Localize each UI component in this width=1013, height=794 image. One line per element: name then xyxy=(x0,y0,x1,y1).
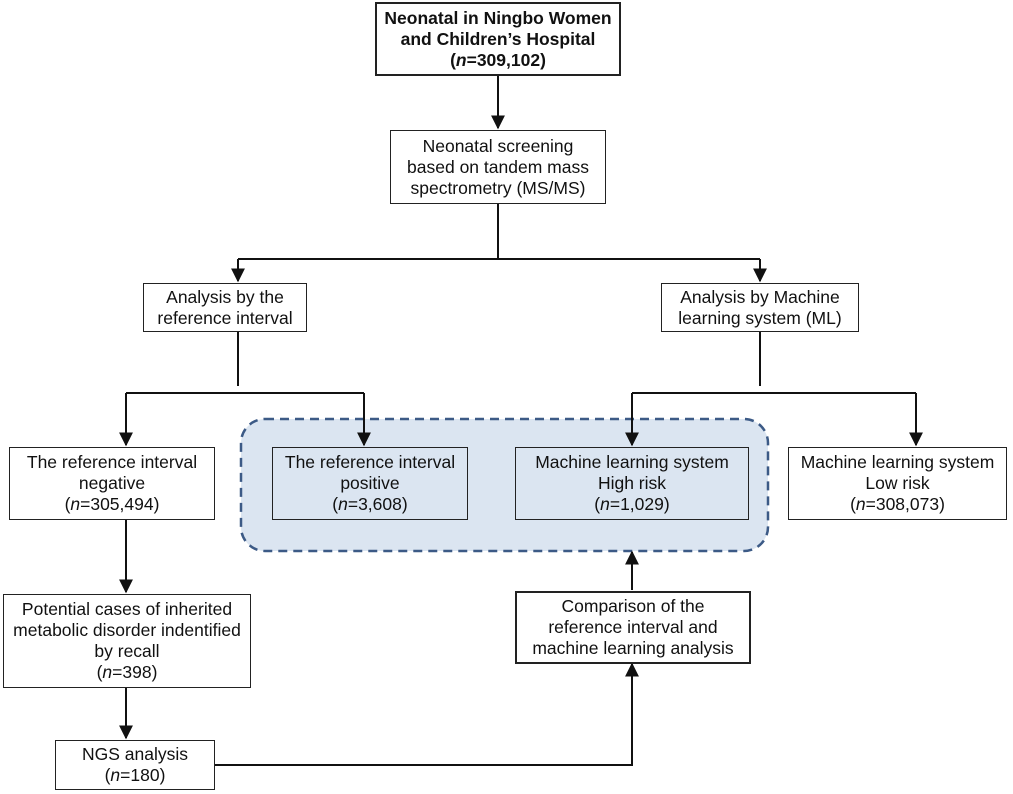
node-ml-low: Machine learning system Low risk (n=308,… xyxy=(788,447,1007,520)
node-ml-high-line-2: High risk xyxy=(597,473,667,493)
node-potential-line-2: metabolic disorder indentified xyxy=(13,620,241,640)
node-ref-positive-line-1: The reference interval xyxy=(284,452,456,472)
node-ngs: NGS analysis (n=180) xyxy=(55,740,215,790)
node-ref-analysis-line-2: reference interval xyxy=(157,307,293,328)
node-ref-analysis: Analysis by the reference interval xyxy=(143,283,307,332)
node-screening: Neonatal screening based on tandem mass … xyxy=(390,130,606,204)
node-screening-line-1: Neonatal screening xyxy=(422,135,574,156)
node-potential: Potential cases of inherited metabolic d… xyxy=(3,594,251,688)
node-comparison-line-2: reference interval and xyxy=(548,617,718,637)
node-root-line-2: and Children’s Hospital xyxy=(400,28,596,49)
node-ref-negative-line-2: negative xyxy=(78,473,146,493)
node-ngs-count: (n=180) xyxy=(104,765,166,785)
node-ref-negative-count: (n=305,494) xyxy=(64,494,160,514)
node-potential-count: (n=398) xyxy=(96,662,158,682)
node-ref-positive-count: (n=3,608) xyxy=(332,494,408,514)
node-root-line-1: Neonatal in Ningbo Women xyxy=(384,7,612,28)
node-root: Neonatal in Ningbo Women and Children’s … xyxy=(375,2,621,76)
node-potential-line-1: Potential cases of inherited xyxy=(21,599,233,619)
node-ref-negative: The reference interval negative (n=305,4… xyxy=(9,447,215,520)
node-ml-high: Machine learning system High risk (n=1,0… xyxy=(515,447,749,520)
node-comparison-line-1: Comparison of the xyxy=(561,596,705,616)
node-ml-analysis: Analysis by Machine learning system (ML) xyxy=(661,283,859,332)
node-ref-positive: The reference interval positive (n=3,608… xyxy=(272,447,468,520)
node-ref-negative-line-1: The reference interval xyxy=(26,452,198,472)
node-ref-positive-line-2: positive xyxy=(340,473,400,493)
node-ml-high-line-1: Machine learning system xyxy=(535,452,729,472)
node-screening-line-2: based on tandem mass xyxy=(407,156,589,177)
arrow-ngs-to-comparison xyxy=(215,662,639,766)
node-ml-low-line-2: Low risk xyxy=(865,473,930,493)
node-ml-low-line-1: Machine learning system xyxy=(800,452,995,472)
node-potential-line-3: by recall xyxy=(94,641,160,661)
node-comparison: Comparison of the reference interval and… xyxy=(515,591,751,664)
node-ml-high-count: (n=1,029) xyxy=(594,494,670,514)
node-screening-line-3: spectrometry (MS/MS) xyxy=(410,177,586,198)
node-ngs-line-1: NGS analysis xyxy=(81,744,188,764)
node-ml-analysis-line-2: learning system (ML) xyxy=(678,307,842,328)
node-ml-low-count: (n=308,073) xyxy=(850,494,945,514)
node-ml-analysis-line-1: Analysis by Machine xyxy=(680,286,840,307)
node-root-count: (n=309,102) xyxy=(450,49,546,70)
node-comparison-line-3: machine learning analysis xyxy=(532,638,734,658)
node-ref-analysis-line-1: Analysis by the xyxy=(166,286,284,307)
